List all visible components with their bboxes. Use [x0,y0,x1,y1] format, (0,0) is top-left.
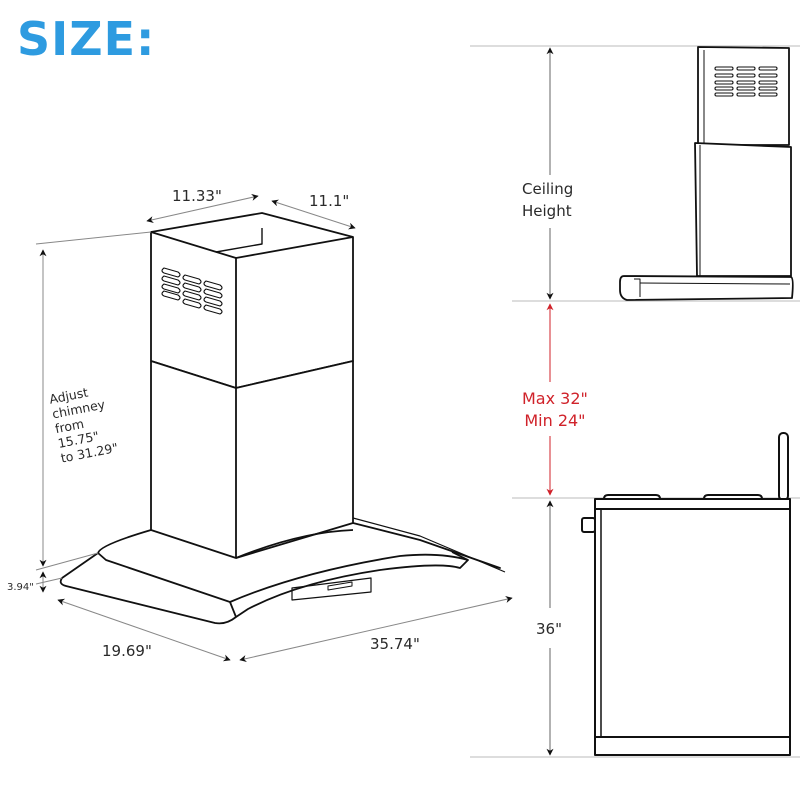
chimney-depth-label: 11.1" [309,192,350,210]
canopy-depth-label: 19.69" [102,642,152,660]
ceiling-height-label: Ceiling Height [522,180,574,220]
page-title: SIZE: [17,12,156,66]
canopy-height-label: 3.94" [7,582,34,593]
hood-side-view [619,46,794,301]
chimney-width-label: 11.33" [172,187,222,205]
canopy-width-label: 35.74" [370,635,420,653]
clearance-label: Max 32" Min 24" [522,389,588,430]
hood-isometric-drawing [59,212,506,625]
counter-height-label: 36" [536,620,562,638]
range-side-view [581,432,791,756]
hood-dimension-lines [35,193,513,663]
